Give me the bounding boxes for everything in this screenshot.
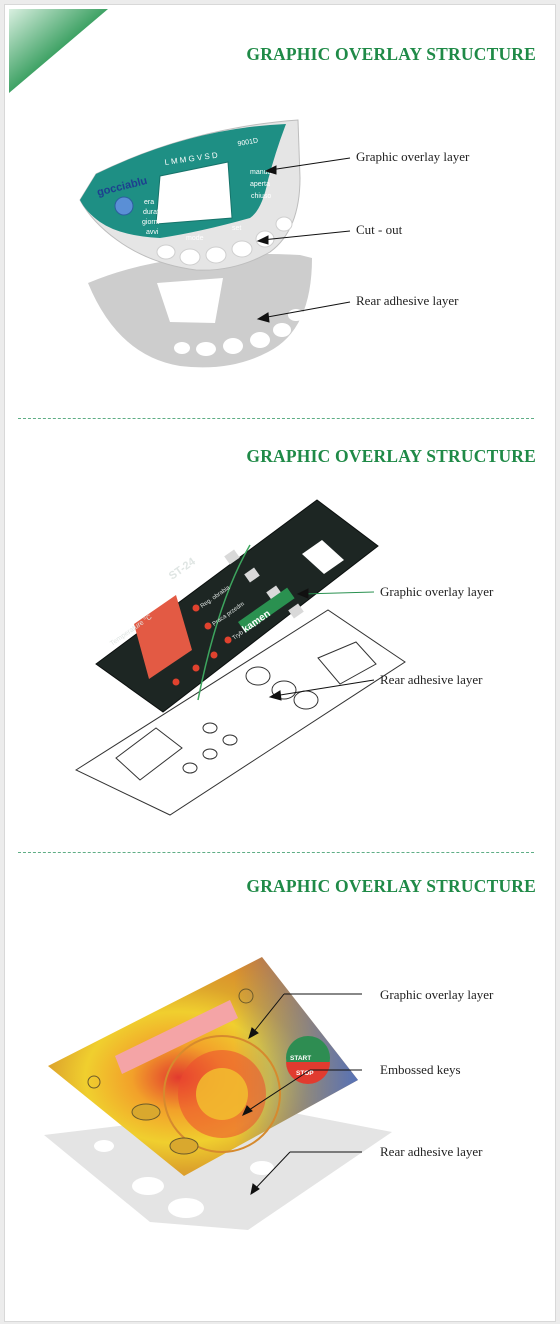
section-divider-1	[18, 418, 534, 419]
panel-1-left-3: avvi	[146, 229, 159, 236]
panel-1-right-1: aperta	[250, 181, 270, 188]
panel-1-left-0: era	[144, 199, 154, 206]
rear-adhesive-layer-3	[44, 1108, 392, 1230]
label-graphic-overlay-layer-2: Graphic overlay layer	[380, 584, 494, 599]
section-2-title: GRAPHIC OVERLAY STRUCTURE	[246, 446, 536, 466]
graphic-overlay-layer-1: gocciablu L M M G V S D 9001D era durata…	[79, 119, 301, 271]
leader-lines-2	[268, 588, 375, 701]
graphic-overlay-layer-3: START STOP	[48, 957, 358, 1176]
label-embossed-keys: Embossed keys	[380, 1062, 461, 1077]
label-graphic-overlay-layer-1: Graphic overlay layer	[356, 149, 470, 164]
section-1-title: GRAPHIC OVERLAY STRUCTURE	[246, 44, 536, 64]
section-divider-2	[18, 852, 534, 853]
section-3-title: GRAPHIC OVERLAY STRUCTURE	[246, 876, 536, 896]
panel-1-bottom-1: set	[232, 225, 241, 232]
overlay-diagram-1: gocciablu L M M G V S D 9001D era durata…	[79, 119, 351, 368]
panel-1-right-0: manuale	[250, 169, 277, 176]
rear-adhesive-layer-1	[88, 253, 312, 368]
label-graphic-overlay-layer-3: Graphic overlay layer	[380, 987, 494, 1002]
leader-lines-1	[256, 157, 351, 323]
graphic-overlay-layer-2: ST-24 Temperature °C Reg. obrabia Praca …	[95, 499, 379, 713]
panel-1-right-2: chiuso	[251, 193, 271, 200]
panel-1-left-2: giorni	[142, 219, 160, 226]
label-rear-adhesive-layer-2: Rear adhesive layer	[380, 672, 483, 687]
label-rear-adhesive-layer-1: Rear adhesive layer	[356, 293, 459, 308]
rear-adhesive-layer-2	[74, 609, 406, 816]
label-cut-out: Cut - out	[356, 222, 403, 237]
overlay-diagram-2: ST-24 Temperature °C Reg. obrabia Praca …	[74, 499, 406, 816]
panel-1-left-1: durata	[143, 209, 163, 216]
panel-1-bottom-0: mode	[186, 235, 204, 242]
panel-1-model: 9001D	[237, 137, 259, 147]
start-key-label: START	[290, 1055, 311, 1062]
label-rear-adhesive-layer-3: Rear adhesive layer	[380, 1144, 483, 1159]
leader-lines-3	[242, 993, 362, 1196]
